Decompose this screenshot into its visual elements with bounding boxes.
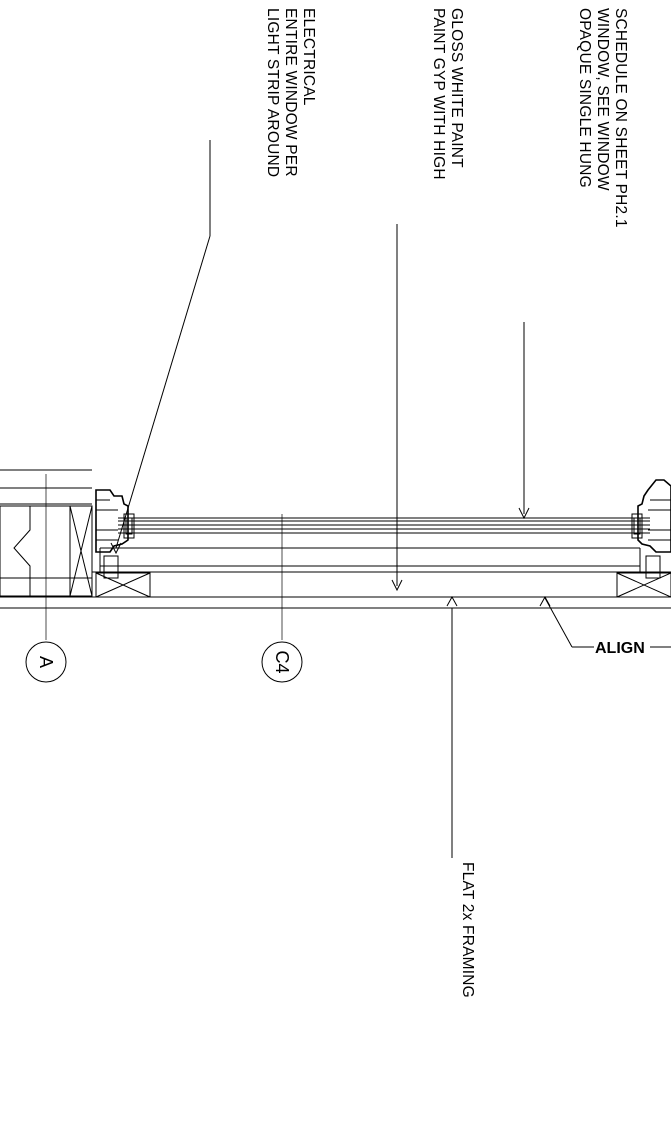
leader-lines	[110, 140, 594, 858]
grid-line-a: A	[25, 474, 67, 683]
grid-tag-a: A	[36, 656, 56, 668]
detail-tag-c4-text: C4	[272, 650, 292, 673]
framing-note-text: FLAT 2x FRAMING	[459, 862, 476, 998]
wall-break	[0, 505, 93, 597]
window-note-line-3: SCHEDULE ON SHEET PH2.1	[612, 8, 629, 228]
sill-assembly	[91, 547, 671, 598]
window-note-line-1: OPAQUE SINGLE HUNG	[576, 8, 593, 188]
detail-tag-c4: C4	[261, 514, 303, 683]
light-note: LIGHT STRIP AROUND ENTIRE WINDOW PER ELE…	[264, 8, 317, 177]
align-label: ALIGN	[595, 640, 645, 657]
window-unit	[95, 479, 671, 579]
light-note-line-2: ENTIRE WINDOW PER	[282, 8, 299, 177]
light-note-line-3: ELECTRICAL	[300, 8, 317, 106]
window-note-line-2: WINDOW, SEE WINDOW	[594, 8, 611, 191]
paint-note-line-2: GLOSS WHITE PAINT	[448, 8, 465, 168]
light-note-line-1: LIGHT STRIP AROUND	[264, 8, 281, 177]
paint-note-line-1: PAINT GYP WITH HIGH	[430, 8, 447, 180]
paint-note: PAINT GYP WITH HIGH GLOSS WHITE PAINT	[430, 8, 465, 180]
framing-note: FLAT 2x FRAMING	[459, 862, 476, 998]
window-note: OPAQUE SINGLE HUNG WINDOW, SEE WINDOW SC…	[576, 8, 629, 228]
